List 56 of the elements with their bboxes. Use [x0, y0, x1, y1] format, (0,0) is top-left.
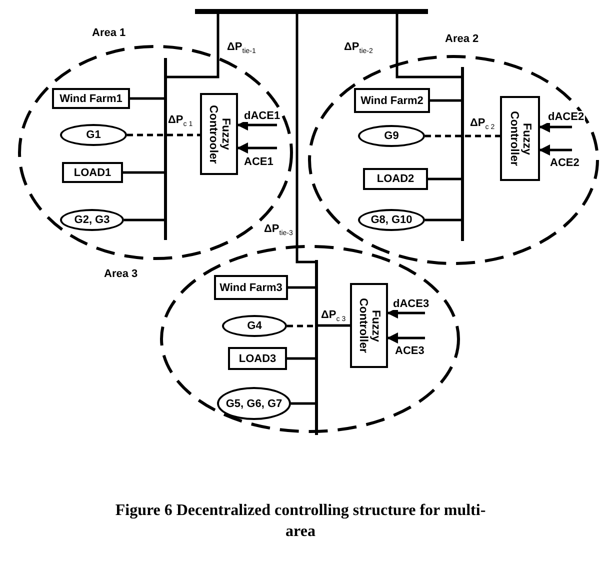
arrow — [236, 119, 277, 131]
arrow — [236, 142, 277, 154]
controller-box: Fuzzy Controller — [500, 96, 540, 181]
area-label: Area 1 — [92, 27, 126, 39]
bus-bar — [164, 58, 167, 240]
edge-label: ACE2 — [549, 157, 580, 170]
process-box: LOAD1 — [62, 162, 123, 183]
edge-label: ΔP$_{tie-1}$ — [226, 41, 257, 56]
arrow — [386, 332, 425, 344]
edge-label: dACE3 — [392, 298, 430, 310]
connector-line — [287, 324, 315, 328]
connector-line — [425, 218, 461, 222]
process-box: Wind Farm3 — [214, 275, 288, 300]
bus-bar — [461, 67, 464, 241]
connector-line — [123, 171, 164, 174]
connector-line — [425, 134, 500, 138]
generator-ellipse: G8, G10 — [358, 209, 425, 231]
connector-line — [124, 218, 164, 222]
arrow — [538, 121, 572, 133]
edge-label: ΔP$_{c 2}$ — [469, 117, 496, 132]
controller-box: Fuzzy Controller — [350, 283, 388, 368]
connector-line — [430, 99, 461, 102]
generator-ellipse: G4 — [222, 315, 287, 337]
generator-ellipse: G2, G3 — [60, 209, 124, 231]
generator-ellipse: G9 — [358, 125, 425, 147]
connector-line — [291, 402, 315, 405]
edge-label: ΔP$_{c 3}$ — [320, 309, 347, 324]
bus-bar — [195, 9, 428, 14]
connector-line — [396, 14, 461, 78]
arrow — [538, 144, 572, 156]
figure-caption: Figure 6 Decentralized controlling structure for multi-area — [114, 501, 487, 542]
bus-bar — [315, 260, 318, 435]
connector-line — [296, 14, 315, 264]
area-label: Area 2 — [445, 33, 479, 45]
generator-ellipse: G1 — [60, 124, 127, 146]
process-box: LOAD3 — [228, 347, 287, 370]
edge-label: ΔP$_{tie-3}$ — [263, 223, 294, 238]
edge-label: ΔP$_{c 1}$ — [167, 114, 194, 129]
process-box: Wind Farm2 — [354, 88, 430, 113]
connector-line — [318, 324, 350, 327]
generator-ellipse: G5, G6, G7 — [217, 387, 291, 420]
edge-label: dACE2 — [547, 111, 586, 124]
process-box: Wind Farm1 — [52, 88, 130, 109]
connector-line — [288, 286, 315, 289]
controller-box: Fuzzy Controoler — [200, 93, 238, 175]
connector-line — [167, 14, 220, 78]
connector-line — [127, 134, 200, 136]
edge-label: ΔP$_{tie-2}$ — [343, 41, 374, 56]
edge-label: ACE3 — [394, 345, 426, 358]
connector-line — [287, 357, 315, 360]
connector-line — [428, 178, 461, 180]
process-box: LOAD2 — [363, 168, 428, 190]
edge-label: dACE1 — [243, 110, 282, 122]
connector-line — [130, 97, 164, 100]
area-label: Area 3 — [104, 268, 138, 280]
edge-label: ACE1 — [243, 156, 274, 168]
